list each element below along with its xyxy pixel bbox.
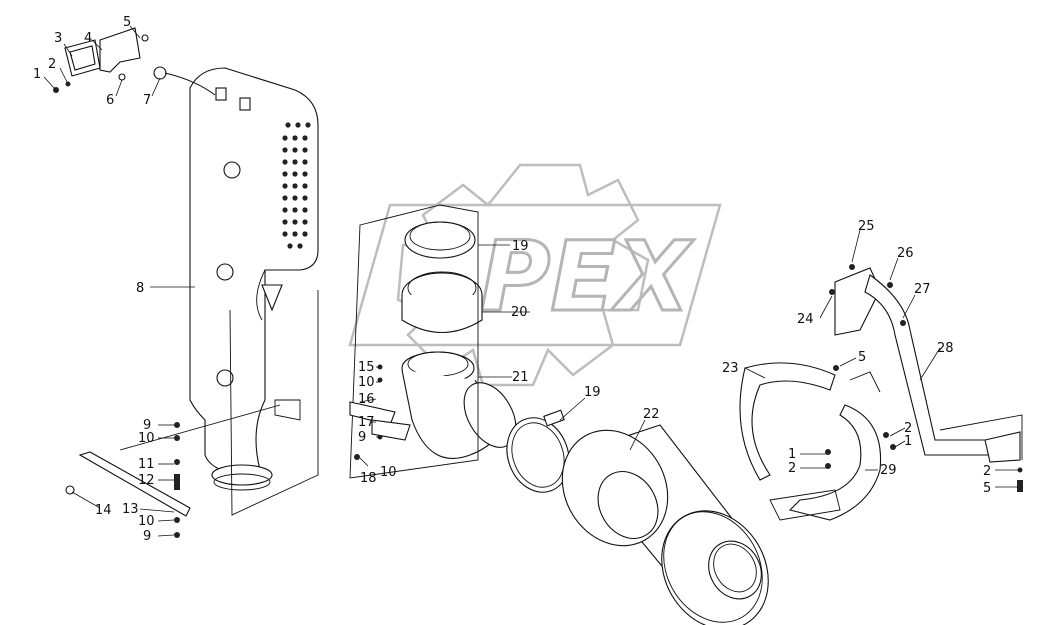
- callout-7: 7: [143, 93, 151, 108]
- callout-12: 12: [138, 473, 155, 488]
- callout-10-c: 10: [358, 375, 375, 390]
- callout-2: 2: [48, 57, 56, 72]
- callout-2-d: 2: [983, 464, 991, 479]
- mounting-bands: [739, 362, 896, 521]
- callout-23: 23: [722, 361, 739, 376]
- callout-19-a: 19: [512, 239, 529, 254]
- watermark-text: PEX: [480, 221, 694, 333]
- callout-2-c: 2: [788, 461, 796, 476]
- watermark-banner: [348, 203, 722, 347]
- top-bracket-assembly: [53, 27, 216, 96]
- callout-13: 13: [122, 502, 139, 517]
- callout-9-b: 9: [143, 529, 151, 544]
- callout-9-a: 9: [143, 418, 151, 433]
- air-filter: [561, 424, 769, 625]
- callout-1-b: 1: [904, 434, 912, 449]
- intake-rings: [349, 204, 517, 479]
- hose-clamp: [506, 409, 570, 493]
- callout-6: 6: [106, 93, 114, 108]
- callout-1: 1: [33, 67, 41, 82]
- leader-lines: [43, 25, 1018, 537]
- callout-9-c: 9: [358, 430, 366, 445]
- callout-8: 8: [136, 281, 144, 296]
- intake-duct: [119, 67, 319, 516]
- callout-4: 4: [84, 31, 92, 46]
- callout-10-d: 10: [380, 465, 397, 480]
- callout-18: 18: [360, 471, 377, 486]
- callout-3: 3: [54, 31, 62, 46]
- callout-21: 21: [512, 370, 529, 385]
- callout-29: 29: [880, 463, 897, 478]
- callout-11: 11: [138, 457, 155, 472]
- support-arm: [829, 264, 1023, 492]
- callout-28: 28: [937, 341, 954, 356]
- callout-15: 15: [358, 360, 375, 375]
- watermark: PEX: [348, 163, 722, 387]
- callout-22: 22: [643, 407, 660, 422]
- callout-14: 14: [95, 503, 112, 518]
- callout-25: 25: [858, 219, 875, 234]
- duct-grille: [282, 122, 311, 249]
- callout-24: 24: [797, 312, 814, 327]
- callout-10-b: 10: [138, 514, 155, 529]
- callout-16: 16: [358, 392, 375, 407]
- callout-1-c: 1: [788, 447, 796, 462]
- callout-19-b: 19: [584, 385, 601, 400]
- callout-27: 27: [914, 282, 931, 297]
- callout-2-b: 2: [904, 421, 912, 436]
- lower-bracket: [65, 422, 191, 538]
- callout-10-a: 10: [138, 431, 155, 446]
- callout-5-b: 5: [858, 350, 866, 365]
- callout-17: 17: [358, 415, 375, 430]
- callout-20: 20: [511, 305, 528, 320]
- callout-26: 26: [897, 246, 914, 261]
- callout-5-c: 5: [983, 481, 991, 496]
- callout-labels: 1 2 3 4 5 6 7 8 9 10 11 12 13 10 9 14 15…: [33, 15, 991, 544]
- callout-5: 5: [123, 15, 131, 30]
